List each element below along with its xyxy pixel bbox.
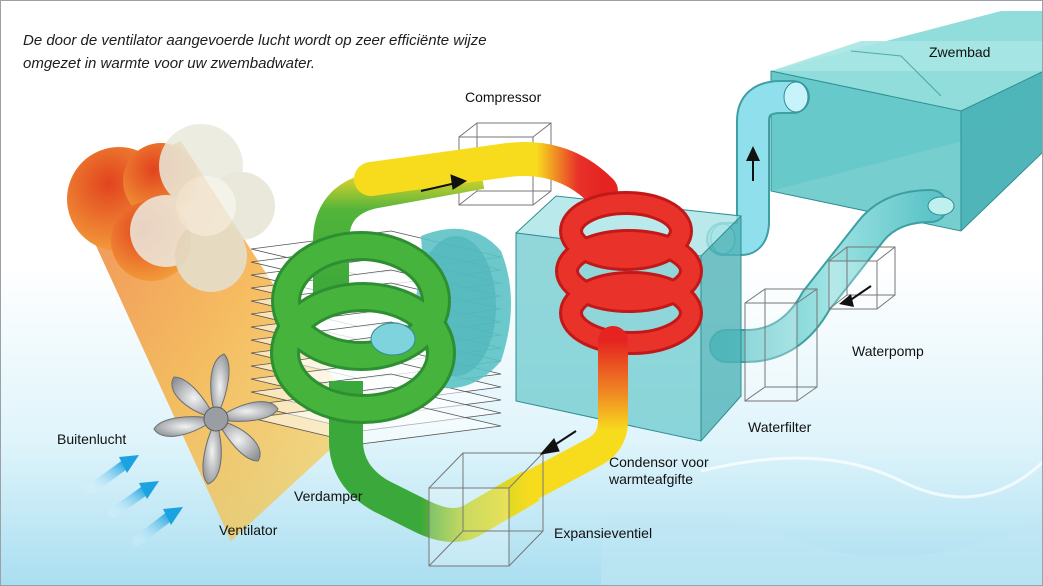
label-ventilator: Ventilator xyxy=(219,522,278,538)
label-waterfilter: Waterfilter xyxy=(748,419,812,435)
label-zwembad: Zwembad xyxy=(929,44,991,60)
label-expansieventiel: Expansieventiel xyxy=(554,525,653,541)
label-condensor: Condensor voor warmteafgifte xyxy=(609,454,709,488)
inlet-air-arrows xyxy=(86,455,183,546)
caption-line-1: De door de ventilator aangevoerde lucht … xyxy=(23,32,487,49)
cold-air-cloud xyxy=(130,124,275,292)
pool-basin xyxy=(770,11,1042,232)
ventilator-fan xyxy=(153,353,279,485)
water-ripples xyxy=(601,514,1042,585)
waterpump-box xyxy=(828,246,896,310)
refrigerant-flow-arrows xyxy=(420,174,577,455)
label-compressor: Compressor xyxy=(465,89,542,105)
flow-arrow-up xyxy=(746,146,760,161)
caption-line-2: omgezet in warmte voor uw zwembadwater. xyxy=(23,55,316,72)
intro-caption: De door de ventilator aangevoerde lucht … xyxy=(23,29,583,75)
label-buitenlucht: Buitenlucht xyxy=(57,431,127,447)
refrigerant-circuit xyxy=(270,142,703,542)
label-condensor-line-1: Condensor voor xyxy=(609,454,709,470)
flow-arrow-left xyxy=(839,294,854,307)
label-verdamper: Verdamper xyxy=(294,488,363,504)
waterfilter-box xyxy=(744,288,818,402)
expansion-valve-box xyxy=(428,452,544,567)
label-condensor-line-2: warmteafgifte xyxy=(609,471,694,487)
water-highlight xyxy=(700,456,1042,499)
label-waterpomp: Waterpomp xyxy=(852,343,924,359)
